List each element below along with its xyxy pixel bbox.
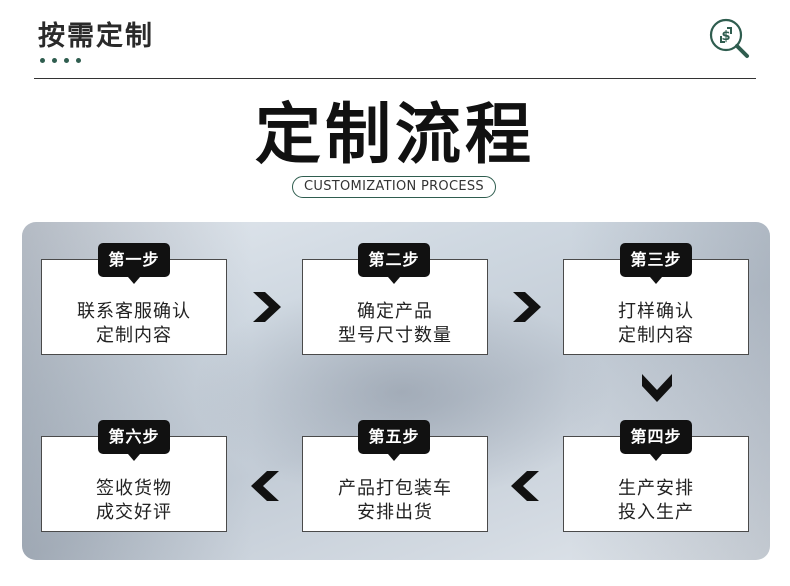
step-2-label: 第二步 xyxy=(358,243,430,284)
arrow-left-icon xyxy=(251,471,279,501)
arrow-down-icon xyxy=(642,374,672,402)
header-divider xyxy=(34,78,756,79)
arrow-right-icon xyxy=(513,292,541,322)
page-title: 定制流程 xyxy=(255,96,535,173)
header-title: 按需定制 xyxy=(38,21,154,52)
step-4-line1: 生产安排 xyxy=(618,478,694,499)
step-card-3: 打样确认 定制内容 xyxy=(563,259,749,355)
step-3-line1: 打样确认 xyxy=(618,301,694,322)
step-card-2: 确定产品 型号尺寸数量 xyxy=(302,259,488,355)
step-2-line1: 确定产品 xyxy=(357,301,433,322)
search-dollar-icon: $ xyxy=(709,18,749,58)
step-6-label: 第六步 xyxy=(98,420,170,461)
step-3-label: 第三步 xyxy=(620,243,692,284)
step-5-line1: 产品打包装车 xyxy=(338,478,452,499)
step-4-line2: 投入生产 xyxy=(618,502,694,523)
svg-text:$: $ xyxy=(721,29,730,44)
step-4-label: 第四步 xyxy=(620,420,692,461)
step-6-line2: 成交好评 xyxy=(96,502,172,523)
step-5-label: 第五步 xyxy=(358,420,430,461)
step-1-line2: 定制内容 xyxy=(96,325,172,346)
step-5-line2: 安排出货 xyxy=(357,502,433,523)
step-6-line1: 签收货物 xyxy=(96,478,172,499)
step-3-line2: 定制内容 xyxy=(618,325,694,346)
step-1-label: 第一步 xyxy=(98,243,170,284)
step-1-line1: 联系客服确认 xyxy=(77,301,191,322)
step-2-line2: 型号尺寸数量 xyxy=(338,325,452,346)
arrow-left-icon xyxy=(511,471,539,501)
page-subtitle: CUSTOMIZATION PROCESS xyxy=(292,176,496,198)
arrow-right-icon xyxy=(253,292,281,322)
header-dots xyxy=(40,58,81,63)
